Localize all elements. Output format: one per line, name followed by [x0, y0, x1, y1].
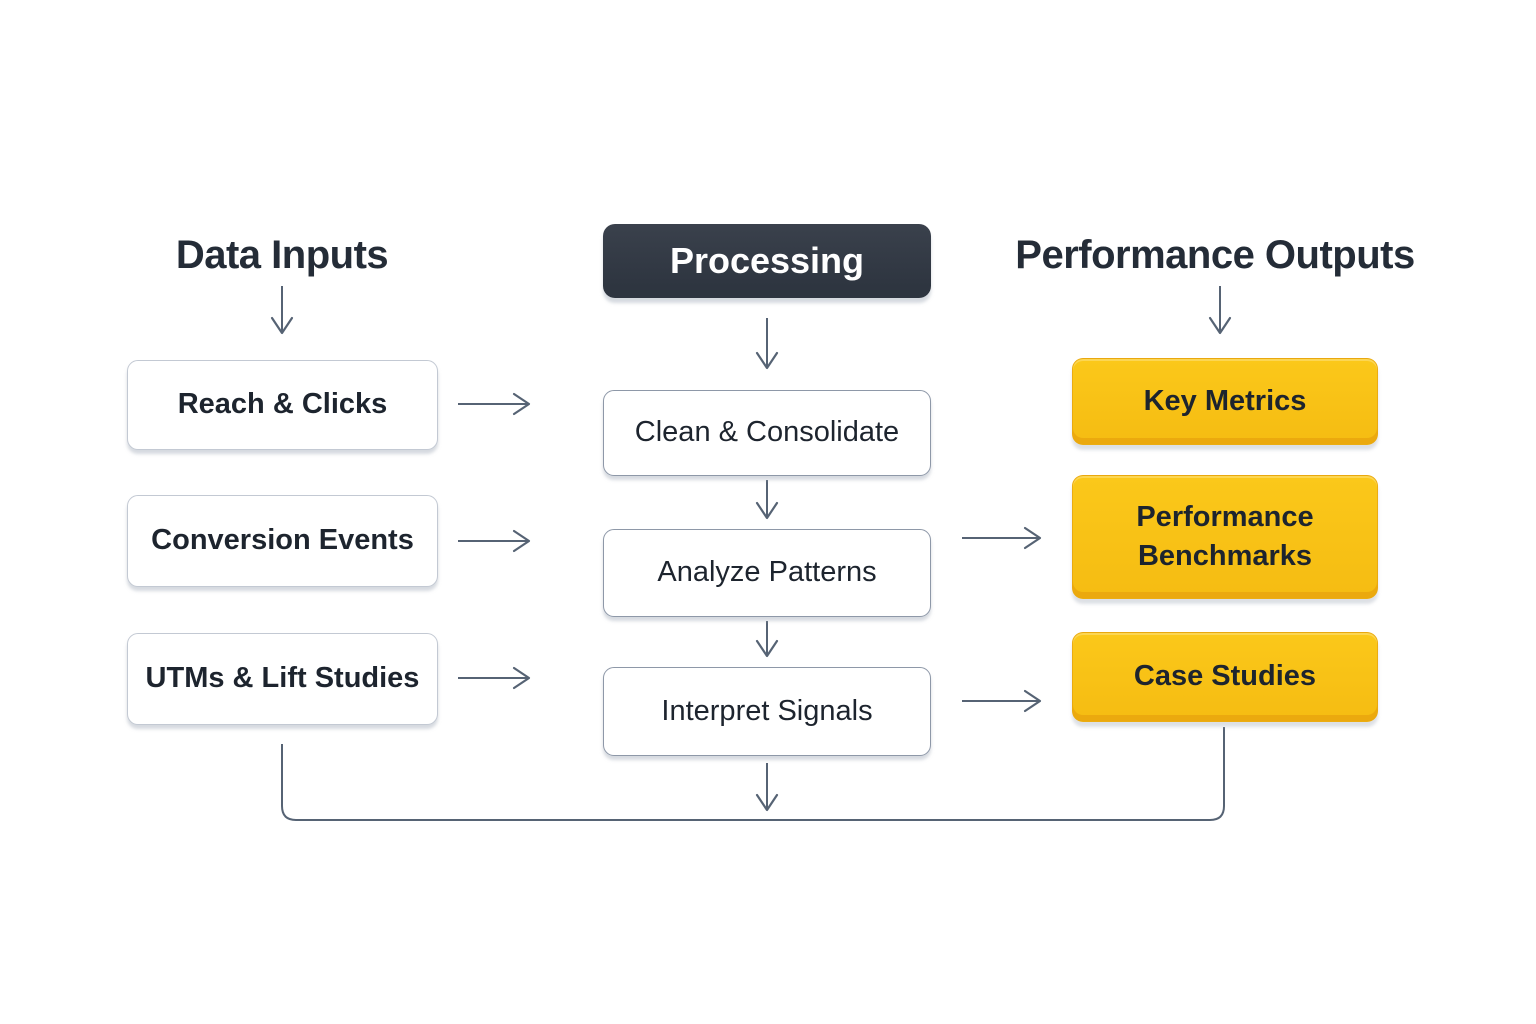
node-label: Conversion Events: [151, 524, 414, 557]
node-label: Interpret Signals: [661, 694, 873, 727]
node-label: Reach & Clicks: [177, 388, 388, 421]
outputs-column-header: Performance Outputs: [1015, 233, 1415, 277]
node-label: UTMs & Lift Studies: [145, 662, 420, 695]
node-label: Key Metrics: [1143, 384, 1307, 417]
node-label: Performance Benchmarks: [1136, 500, 1314, 572]
node-case-studies: Case Studies: [1072, 632, 1378, 722]
node-performance-benchmarks: Performance Benchmarks: [1072, 475, 1378, 599]
node-label: Analyze Patterns: [657, 556, 877, 589]
node-key-metrics: Key Metrics: [1072, 358, 1378, 445]
node-label: Case Studies: [1133, 660, 1317, 693]
processing-column-header: Processing: [603, 224, 931, 298]
node-reach-clicks: Reach & Clicks: [127, 360, 438, 450]
node-conversion-events: Conversion Events: [127, 495, 438, 587]
node-analyze-patterns: Analyze Patterns: [603, 529, 931, 617]
node-utms-lift-studies: UTMs & Lift Studies: [127, 633, 438, 725]
inputs-column-header: Data Inputs: [175, 233, 389, 277]
node-label: Clean & Consolidate: [634, 416, 900, 449]
bottom-loop-line: [281, 727, 1225, 821]
node-clean-consolidate: Clean & Consolidate: [603, 390, 931, 476]
node-interpret-signals: Interpret Signals: [603, 667, 931, 756]
